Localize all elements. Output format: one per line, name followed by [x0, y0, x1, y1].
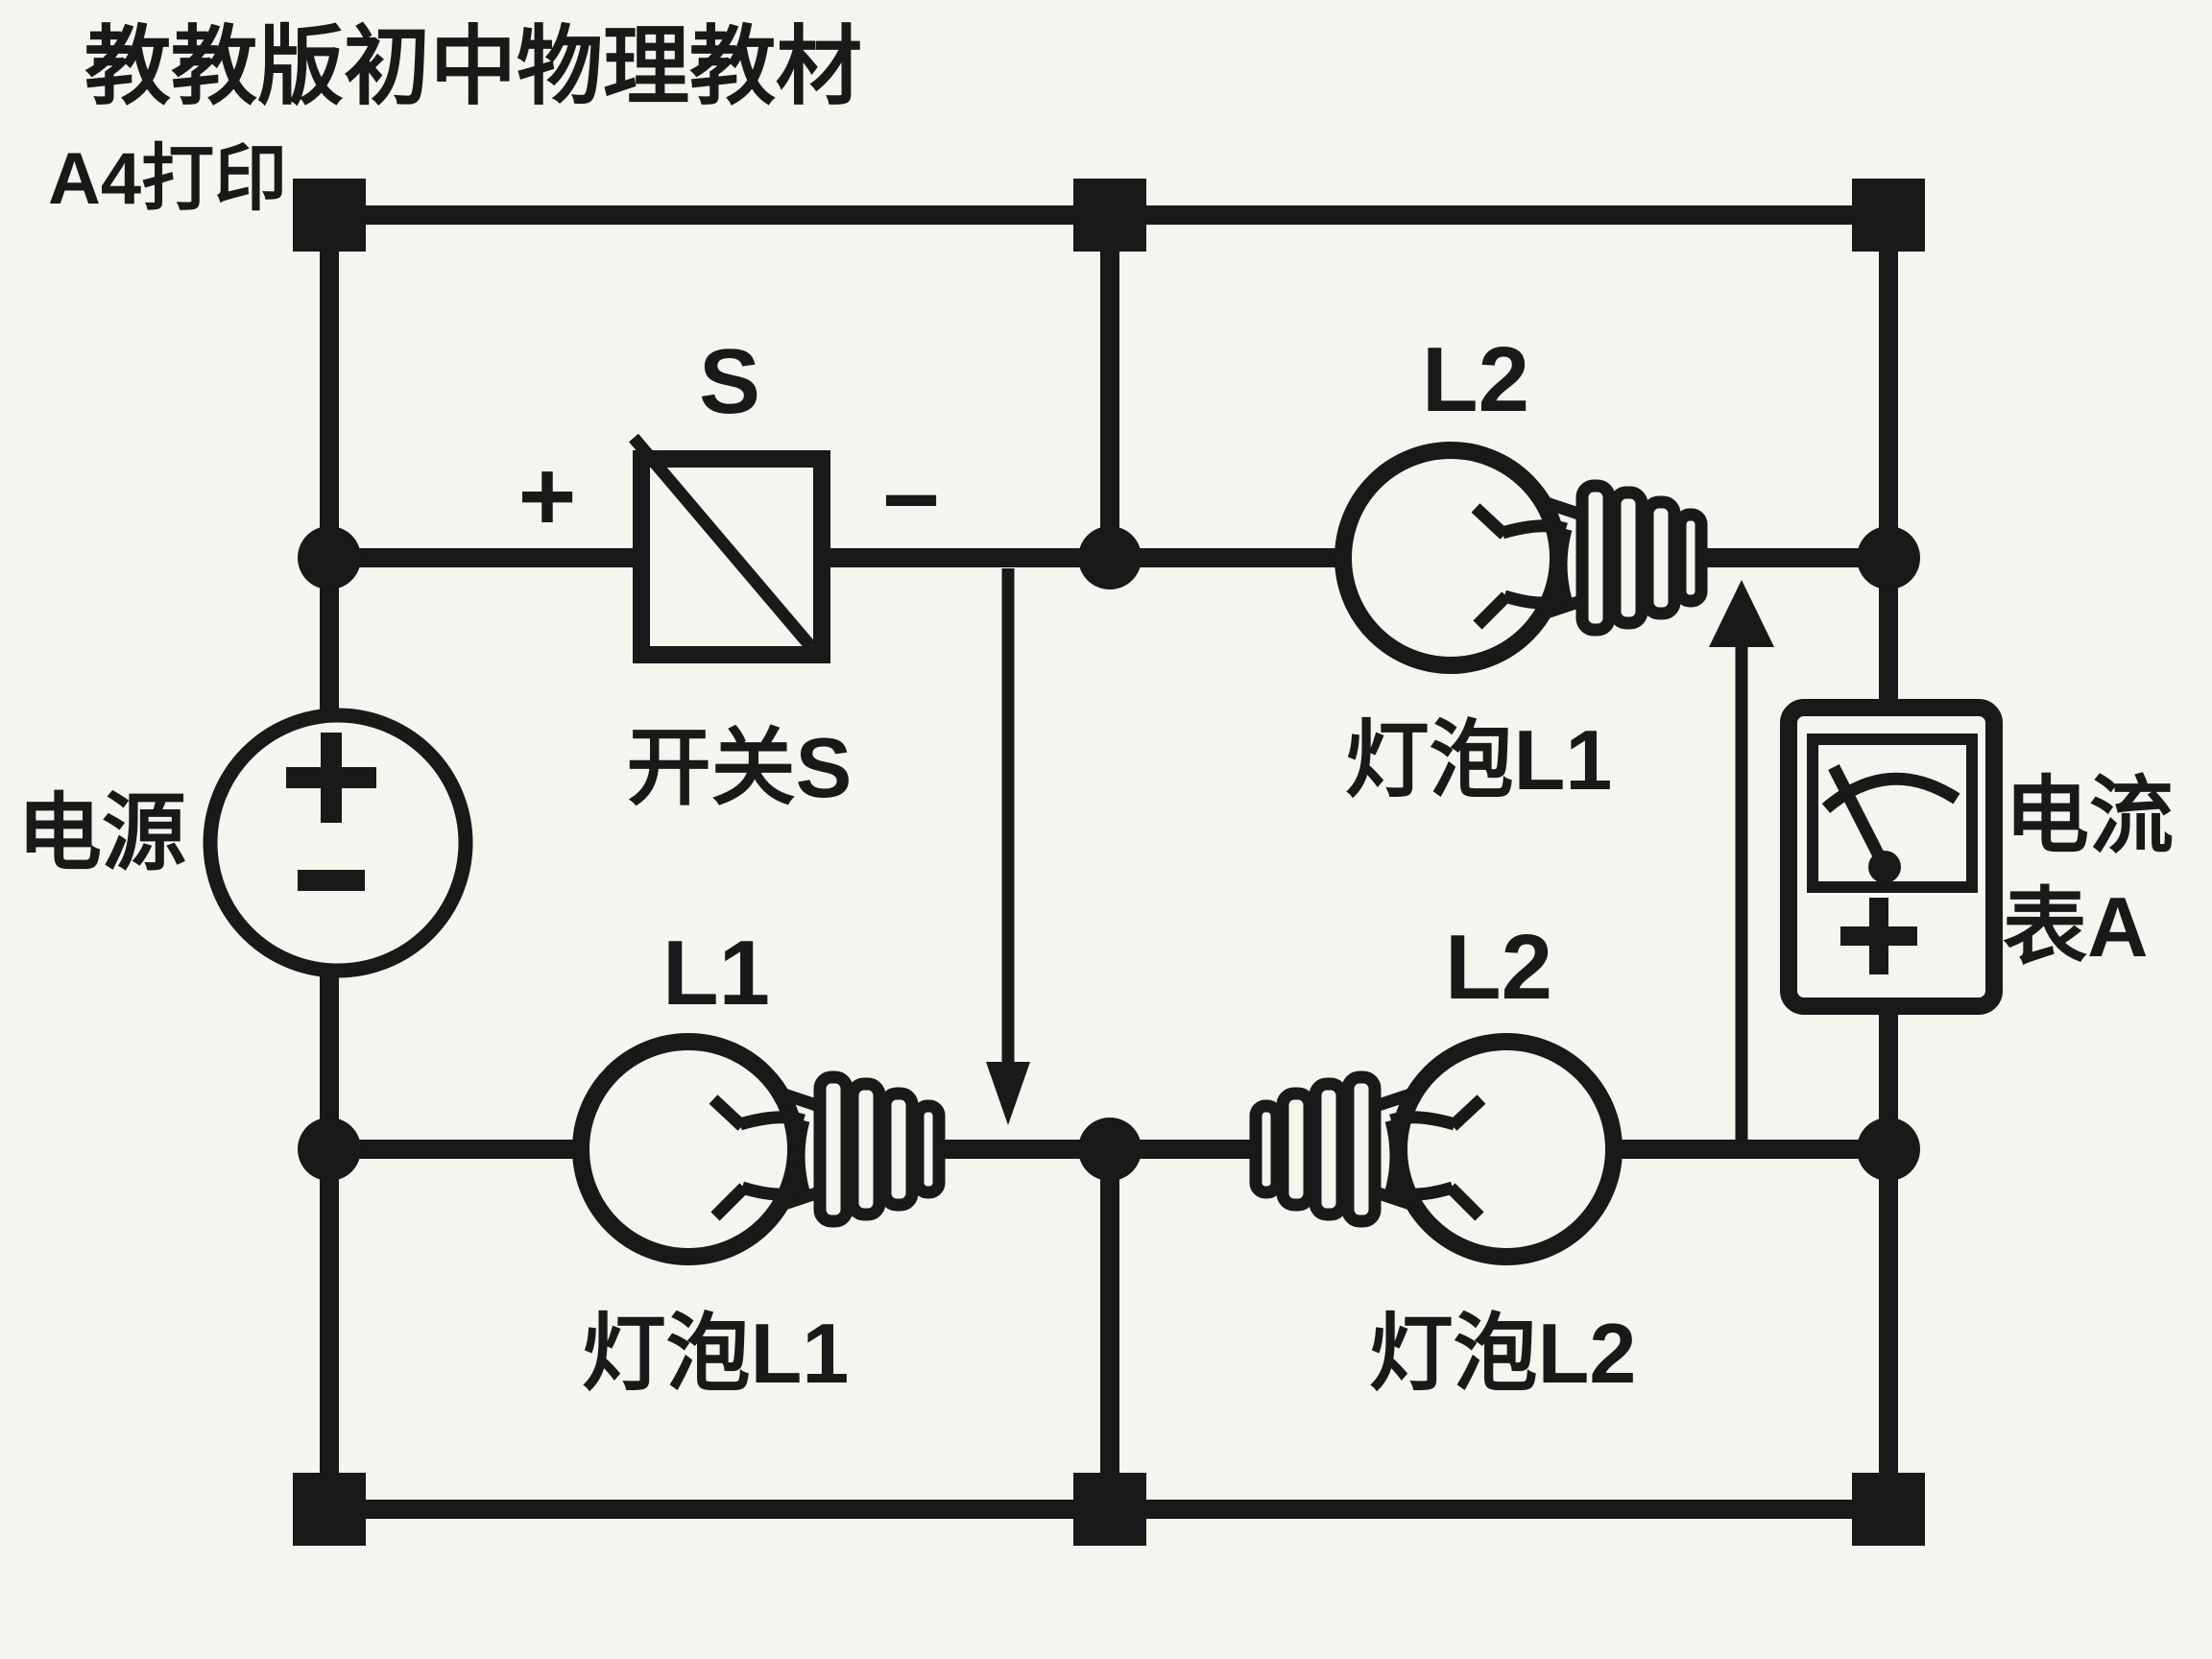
bulb-base-cap — [1249, 1099, 1284, 1199]
page-title: 教教版初中物理教材 — [84, 19, 862, 115]
bulb-screw-ridge — [878, 1087, 919, 1212]
bulb-filament-icon — [1471, 503, 1573, 630]
terminal-nodes — [293, 179, 1925, 1546]
bulb-screw-ridge — [1641, 495, 1681, 620]
power-source-caption: 电源 — [17, 785, 186, 880]
bulb-bottom-left: L1 灯泡L1 — [572, 922, 946, 1401]
bulb-screw-ridge — [1276, 1087, 1316, 1212]
bulb-screw-ridge — [1341, 1070, 1382, 1228]
node-bottom-middle — [1073, 1473, 1146, 1546]
ammeter: 电流 表A — [1780, 699, 2174, 1015]
node-top-left — [293, 179, 366, 252]
junction-row2-left — [298, 526, 361, 589]
junction-row3-left — [298, 1118, 361, 1181]
node-top-middle — [1073, 179, 1146, 252]
bulb-icon — [1249, 1033, 1623, 1265]
ammeter-scale-arc-icon — [1821, 772, 1960, 813]
bulb-top-right: L2 灯泡L1 — [1334, 328, 1708, 807]
bulb-icon — [572, 1033, 946, 1265]
bulb-bottom-left-caption: 灯泡L1 — [582, 1306, 850, 1401]
bulb-top-right-symbol-label: L2 — [1422, 328, 1529, 431]
bulb-glass-icon — [1334, 442, 1567, 674]
bulb-screw-ridge — [1309, 1077, 1349, 1221]
ammeter-needle-icon — [1828, 764, 1890, 870]
bulb-bottom-right-symbol-label: L2 — [1445, 916, 1552, 1019]
bulb-screw-ridge — [846, 1077, 886, 1221]
bulb-screw-ridge — [1575, 479, 1616, 637]
bulb-icon — [1334, 442, 1708, 674]
power-source: 电源 — [17, 708, 473, 978]
switch-symbol-label: S — [699, 330, 760, 433]
page-subtitle: A4打印 — [48, 138, 287, 220]
current-arrow-down — [986, 568, 1030, 1125]
switch-caption: 开关S — [627, 720, 853, 815]
bulb-filament-icon — [1384, 1094, 1486, 1221]
bulb-base-cap — [911, 1099, 946, 1199]
junction-row3-right — [1857, 1118, 1920, 1181]
switch: S + − 开关S — [518, 330, 941, 815]
current-arrow-up — [1709, 580, 1774, 1145]
ammeter-needle-pivot — [1868, 851, 1901, 883]
bulb-bottom-right-caption: 灯泡L2 — [1369, 1306, 1637, 1401]
arrow-up-icon — [1709, 580, 1774, 647]
junction-row2-middle — [1078, 526, 1142, 589]
switch-minus-label: − — [882, 445, 941, 556]
bulb-top-right-caption: 灯泡L1 — [1345, 712, 1613, 807]
junction-dots — [298, 526, 1920, 1181]
ammeter-caption-line2: 表A — [2003, 879, 2149, 974]
arrow-down-icon — [986, 1062, 1030, 1125]
bulb-glass-icon — [572, 1033, 805, 1265]
bulb-screw-ridge — [813, 1070, 854, 1228]
bulb-glass-icon — [1390, 1033, 1623, 1265]
power-source-icon — [203, 708, 473, 978]
bulb-bottom-left-symbol-label: L1 — [662, 922, 770, 1024]
minus-symbol — [298, 870, 365, 891]
node-bottom-right — [1852, 1473, 1925, 1546]
switch-blade-icon — [629, 433, 816, 652]
ammeter-caption-line1: 电流 — [2005, 768, 2174, 863]
plus-symbol — [1840, 898, 1917, 974]
switch-plus-label: + — [518, 441, 577, 552]
node-bottom-left — [293, 1473, 366, 1546]
bulb-filament-icon — [709, 1094, 810, 1221]
junction-row2-right — [1857, 526, 1920, 589]
ammeter-dial-icon — [1807, 733, 1978, 893]
node-top-right — [1852, 179, 1925, 252]
plus-symbol — [286, 733, 376, 823]
junction-row3-middle — [1078, 1118, 1142, 1181]
bulb-bottom-right: L2 灯泡L2 — [1249, 916, 1637, 1401]
bulb-screw-ridge — [1608, 486, 1648, 630]
bulb-base-cap — [1673, 508, 1708, 608]
